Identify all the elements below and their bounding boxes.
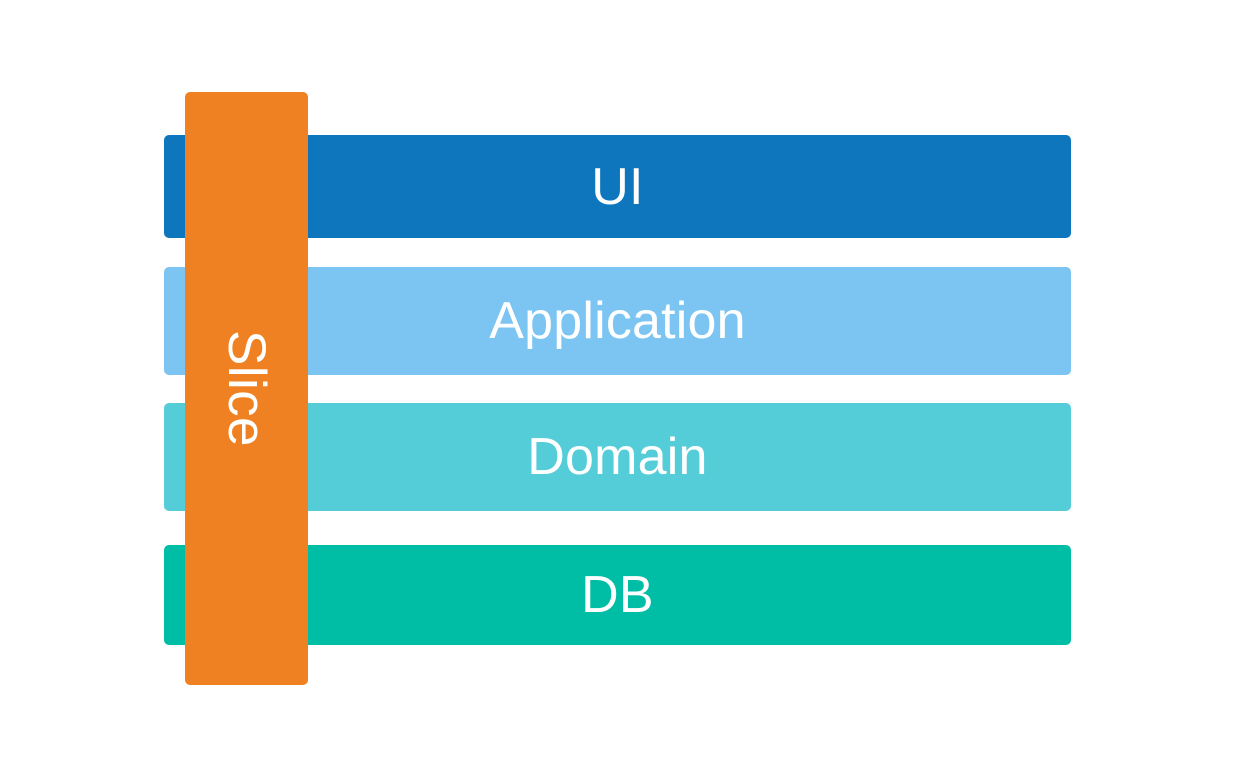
layer-bar-application[interactable]: Application [164,267,1071,375]
layer-bar-domain[interactable]: Domain [164,403,1071,511]
layer-label-domain: Domain [527,428,708,486]
layer-label-application: Application [489,292,746,350]
layer-label-db: DB [581,566,654,624]
vertical-slice-label: Slice [216,330,276,447]
vertical-slice-bar[interactable]: Slice [185,92,308,685]
layer-bar-ui[interactable]: UI [164,135,1071,238]
layer-label-ui: UI [591,157,644,216]
layer-bar-db[interactable]: DB [164,545,1071,645]
